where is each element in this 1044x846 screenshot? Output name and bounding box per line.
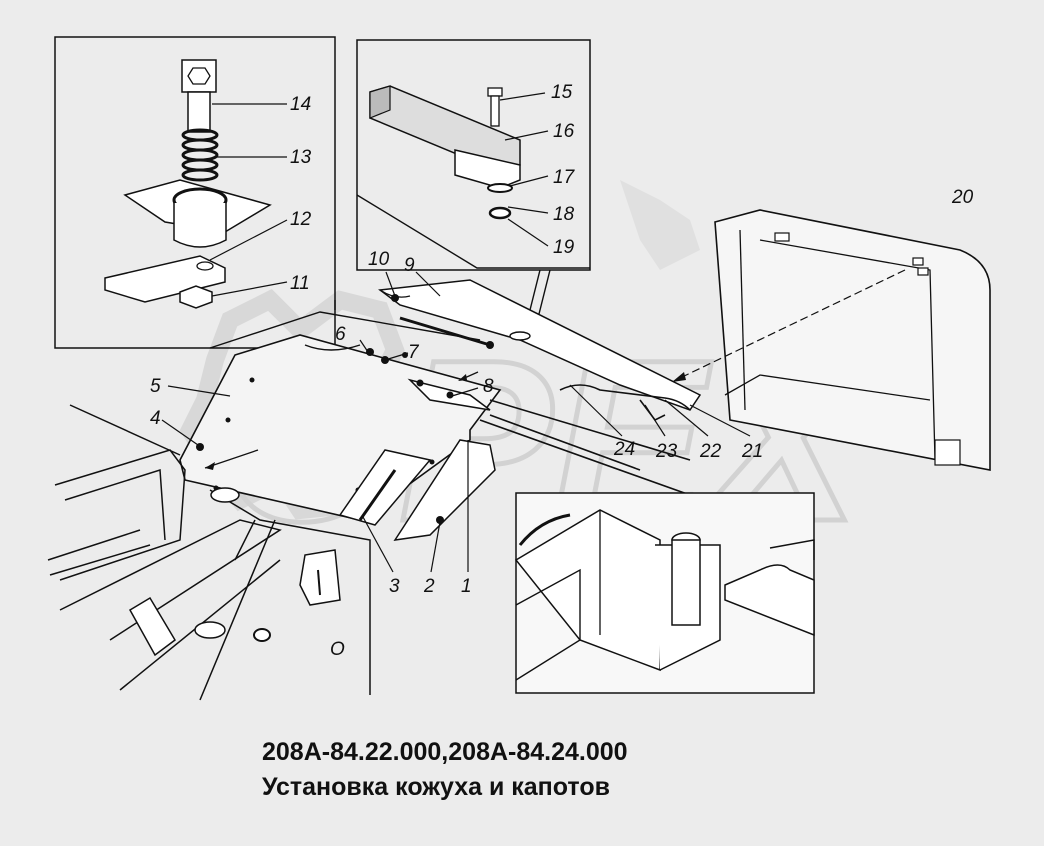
callout-5: 5 [150, 376, 161, 397]
callout-10: 10 [368, 249, 390, 270]
callout-2: 2 [423, 576, 435, 597]
caption-title: Установка кожуха и капотов [262, 773, 610, 801]
callout-21: 21 [741, 441, 763, 462]
callout-20: 20 [951, 187, 974, 208]
callout-8: 8 [483, 376, 494, 397]
callout-24: 24 [613, 439, 635, 460]
inset-fastener-left [54, 36, 336, 349]
side-shroud [672, 209, 991, 471]
hood-hinges [338, 439, 496, 541]
callout-17: 17 [553, 167, 576, 188]
callout-16: 16 [553, 121, 575, 142]
top-cover-strip [366, 279, 702, 411]
inset-fastener-right [356, 39, 591, 271]
callout-labels: 1 2 3 4 5 6 7 8 9 10 11 12 13 14 15 16 1… [150, 82, 974, 597]
callout-leaders [161, 271, 751, 573]
caption-part-numbers: 208А-84.22.000,208А-84.24.000 [262, 738, 628, 766]
callout-14: 14 [290, 94, 311, 115]
callout-23: 23 [655, 441, 678, 462]
callout-19: 19 [553, 237, 575, 258]
callout-13: 13 [290, 147, 312, 168]
callout-7: 7 [408, 342, 420, 363]
callout-1: 1 [461, 576, 472, 597]
callout-3: 3 [389, 576, 400, 597]
callout-18: 18 [553, 204, 575, 225]
cab-frame [47, 404, 371, 701]
part-marking: О [330, 639, 345, 660]
callout-9: 9 [404, 255, 415, 276]
mounting-parts-lower: О [128, 487, 345, 660]
callout-22: 22 [699, 441, 722, 462]
callout-6: 6 [335, 324, 346, 345]
callout-11: 11 [290, 273, 310, 294]
inset-leader-lines [209, 194, 590, 349]
callout-12: 12 [290, 209, 312, 230]
callout-4: 4 [150, 408, 161, 429]
callout-15: 15 [551, 82, 573, 103]
inset-latch-detail [514, 492, 815, 694]
